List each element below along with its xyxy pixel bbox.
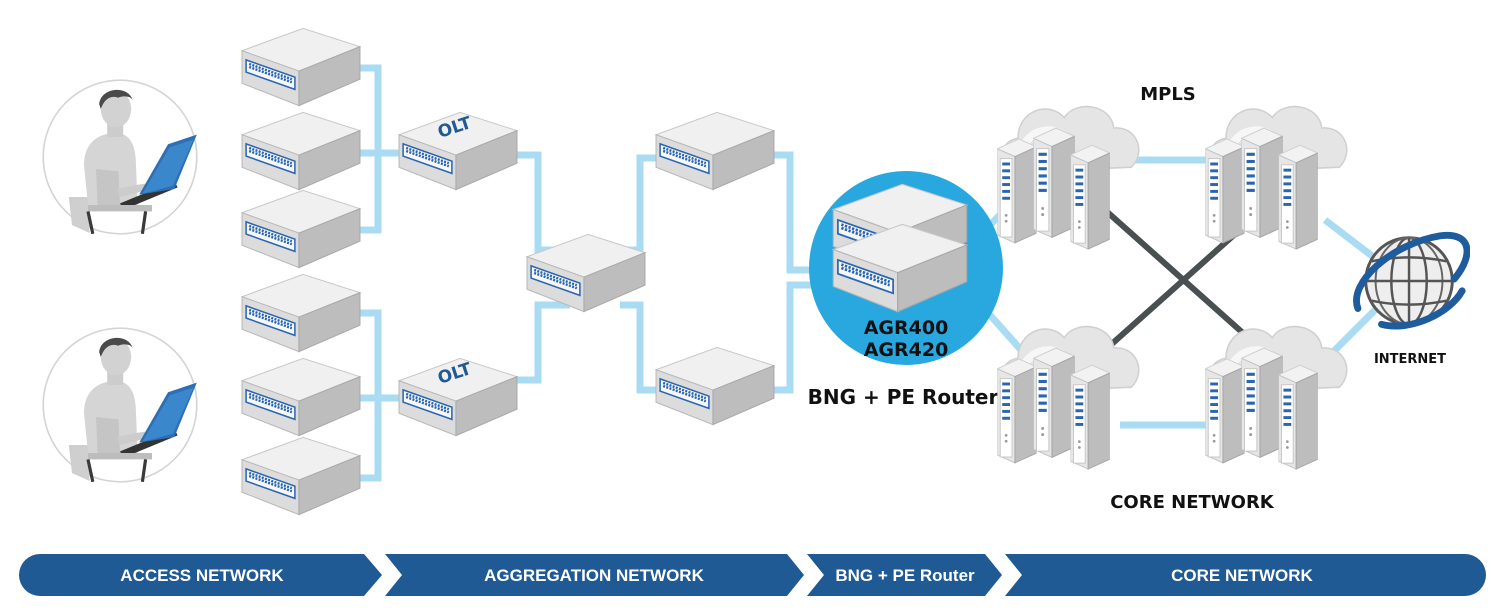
switch-icon xyxy=(240,189,362,269)
switch-icon xyxy=(654,346,776,426)
category-aggregation xyxy=(385,554,804,596)
switch-icon xyxy=(654,111,776,191)
mpls-label: MPLS xyxy=(1140,84,1196,105)
server-cloud-icon xyxy=(1205,327,1346,469)
server-cloud-icon xyxy=(997,107,1138,249)
category-label: AGGREGATION NETWORK xyxy=(484,566,704,585)
switch-icon xyxy=(240,357,362,437)
core-network-label: CORE NETWORK xyxy=(1110,492,1275,513)
category-label: BNG + PE Router xyxy=(835,566,975,585)
user-with-laptop-icon xyxy=(41,326,199,484)
bng-router-node: AGR400 AGR420 xyxy=(809,171,1003,365)
switch-icon xyxy=(525,233,647,313)
switch-icon xyxy=(240,436,362,516)
category-bar: ACCESS NETWORK AGGREGATION NETWORK BNG +… xyxy=(19,554,1486,596)
core-links xyxy=(987,156,1383,429)
category-bng xyxy=(807,554,1002,596)
bng-pe-router-label: BNG + PE Router xyxy=(808,385,999,409)
switch-icon xyxy=(240,273,362,353)
bng-model-2-label: AGR420 xyxy=(864,339,949,361)
server-cloud-icon xyxy=(1205,107,1346,249)
category-access xyxy=(19,554,382,596)
switch-icon xyxy=(240,27,362,107)
internet-label: INTERNET xyxy=(1374,352,1446,367)
category-label: CORE NETWORK xyxy=(1171,566,1313,585)
switch-icon xyxy=(240,111,362,191)
category-core xyxy=(1005,554,1486,596)
bng-model-1-label: AGR400 xyxy=(864,317,949,339)
category-label: ACCESS NETWORK xyxy=(120,566,284,585)
user-with-laptop-icon xyxy=(41,78,199,236)
